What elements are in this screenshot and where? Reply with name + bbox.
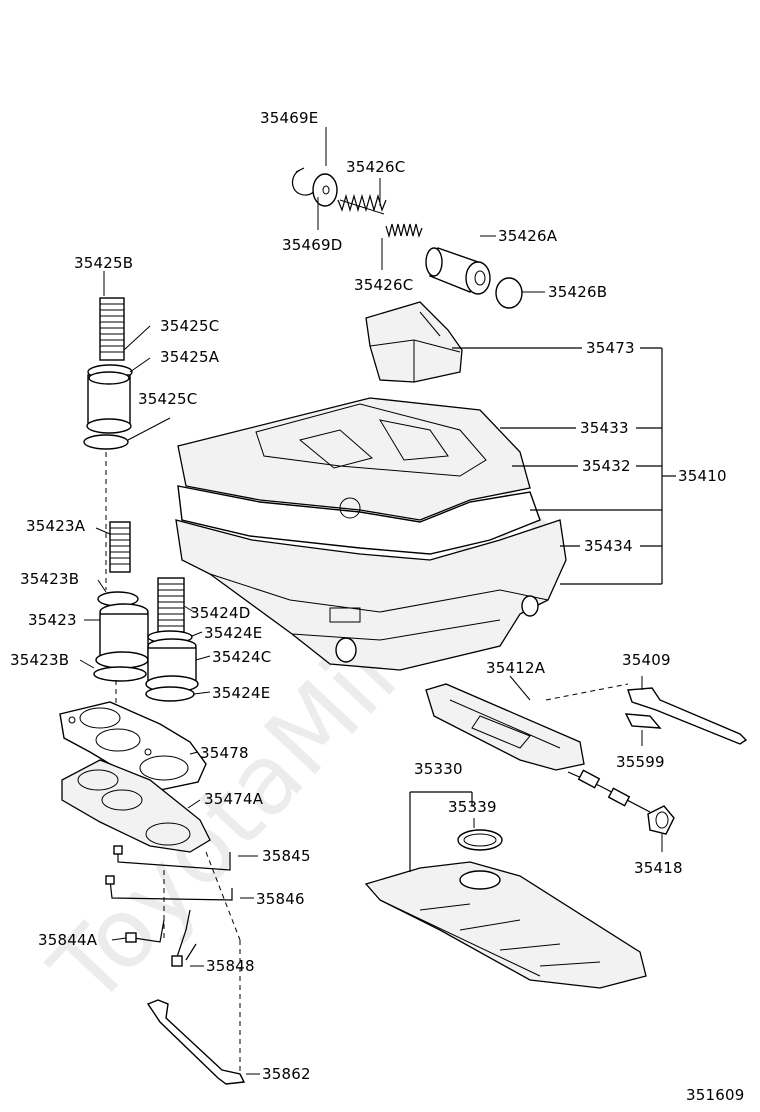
manual-valve-body-35412a	[425, 683, 585, 771]
label-35423: 35423	[28, 611, 77, 629]
manual-valve-35418	[567, 769, 675, 835]
label-35844a: 35844A	[38, 931, 98, 949]
label-35474a: 35474A	[204, 790, 264, 808]
label-35424c: 35424C	[212, 648, 271, 666]
valve-body-upper-35433	[177, 397, 531, 521]
diagram-code: 351609	[686, 1086, 744, 1104]
label-35845: 35845	[262, 847, 311, 865]
ring-35424e-lower	[145, 686, 195, 702]
label-35425a: 35425A	[160, 348, 220, 366]
plunger-35426a	[425, 247, 491, 295]
label-35478: 35478	[200, 744, 249, 762]
label-35425b: 35425B	[74, 254, 133, 272]
label-35469d: 35469D	[282, 236, 342, 254]
label-35434: 35434	[584, 537, 633, 555]
label-35862: 35862	[262, 1065, 311, 1083]
gasket-35478	[59, 701, 207, 791]
label-35339: 35339	[448, 798, 497, 816]
spring-35424d	[157, 577, 185, 633]
pipe-35845	[113, 845, 231, 871]
label-35423b-upper: 35423B	[20, 570, 79, 588]
oil-strainer-35330	[364, 861, 647, 989]
spring-35426c-upper	[337, 193, 387, 215]
label-35432: 35432	[582, 457, 631, 475]
sleeve-35423	[95, 603, 149, 669]
washer-35469d	[312, 173, 338, 207]
spring-35425b	[99, 297, 125, 361]
label-35425c-upper: 35425C	[160, 317, 219, 335]
label-35425c-lower: 35425C	[138, 390, 197, 408]
detent-spring-35409	[627, 687, 748, 745]
plate-35599	[624, 713, 662, 729]
label-35473: 35473	[586, 339, 635, 357]
label-35469e: 35469E	[260, 109, 318, 127]
label-35409: 35409	[622, 651, 671, 669]
sleeve-35424c	[145, 638, 199, 693]
label-35424e-upper: 35424E	[204, 624, 262, 642]
label-35418: 35418	[634, 859, 683, 877]
cover-35473	[365, 301, 463, 383]
pipe-35846	[105, 875, 233, 901]
o-ring-35339	[457, 829, 503, 851]
label-35599: 35599	[616, 753, 665, 771]
label-35426a: 35426A	[498, 227, 558, 245]
ring-35423b-lower	[93, 666, 147, 682]
body-35474a	[61, 759, 211, 853]
label-35433: 35433	[580, 419, 629, 437]
label-35846: 35846	[256, 890, 305, 908]
sleeve-35425a	[86, 364, 133, 434]
label-35424e-lower: 35424E	[212, 684, 270, 702]
label-35423b-lower: 35423B	[10, 651, 69, 669]
spring-35423a	[109, 521, 131, 573]
label-35412a: 35412A	[486, 659, 546, 677]
o-ring-35425c	[83, 434, 129, 450]
bracket-35862	[146, 999, 246, 1085]
label-35426b: 35426B	[548, 283, 607, 301]
valve-body-plate-35432	[177, 485, 541, 555]
label-35426c-bottom: 35426C	[354, 276, 413, 294]
label-35410: 35410	[678, 467, 727, 485]
label-35848: 35848	[206, 957, 255, 975]
label-35330: 35330	[414, 760, 463, 778]
label-35424d: 35424D	[190, 604, 250, 622]
plug-35426b	[495, 277, 523, 309]
spring-35426c-lower	[385, 223, 423, 239]
label-35423a: 35423A	[26, 517, 86, 535]
valve-body-lower-35434	[175, 519, 567, 671]
pipe-35844a	[125, 919, 165, 943]
label-35426c-top: 35426C	[346, 158, 405, 176]
pipe-35848	[171, 909, 197, 967]
